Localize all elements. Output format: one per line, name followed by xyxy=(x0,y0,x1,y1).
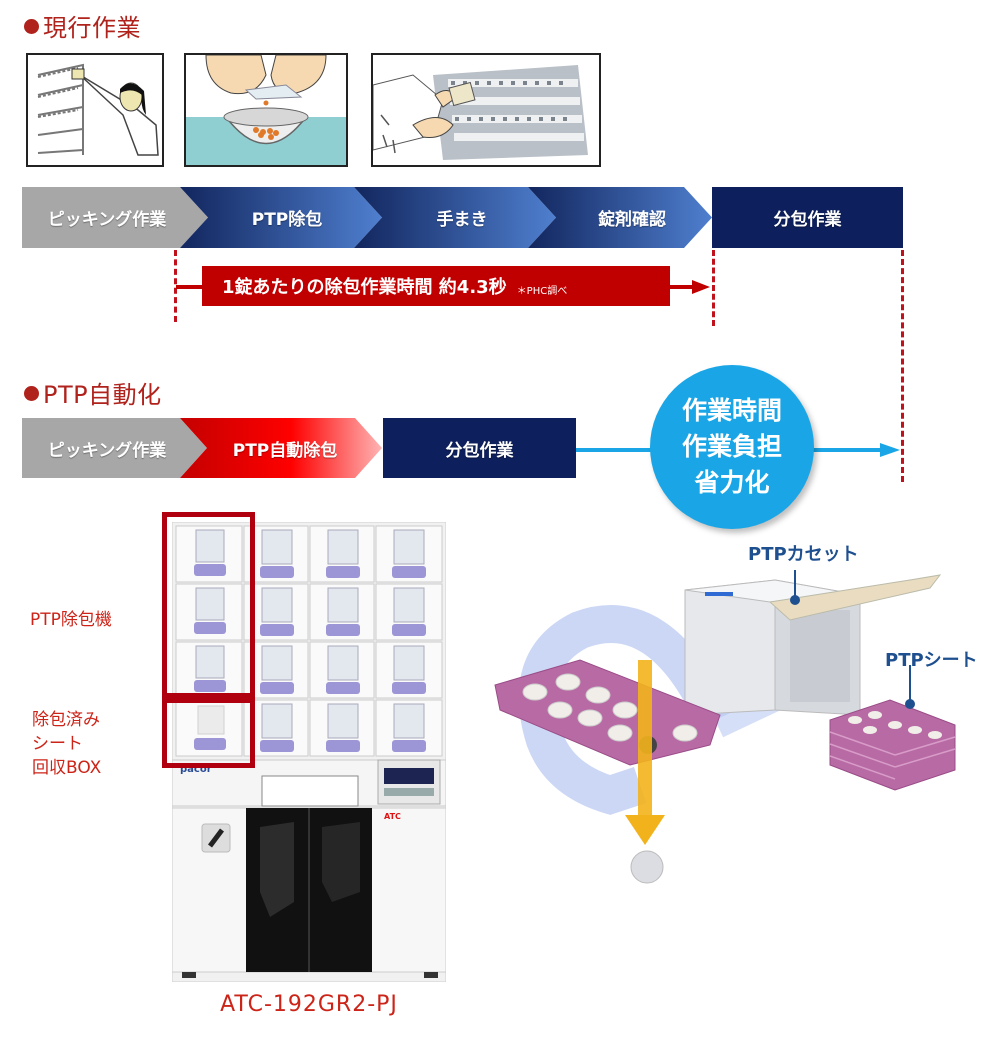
hand-dispense-illustration xyxy=(371,53,601,167)
time-banner-note: ＊PHC調べ xyxy=(516,285,568,297)
atc-machine-image: pacor ATC xyxy=(171,521,447,983)
highlight-ptp-unit xyxy=(162,512,255,703)
flow-step-shape xyxy=(354,187,556,248)
flow-step-ptp-unpack: PTP除包 xyxy=(251,210,323,230)
flow-step-shape xyxy=(22,418,207,478)
dashed-guide-left xyxy=(174,250,177,322)
label-sheet-box: 除包済み シート 回収BOX xyxy=(32,710,102,778)
benefit-circle: 作業時間 作業負担 省力化 xyxy=(650,365,814,529)
arrow-head-icon xyxy=(692,280,710,294)
time-banner-text: 1錠あたりの除包作業時間 約4.3秒 xyxy=(222,277,507,298)
ptp-cassette-image xyxy=(684,574,942,716)
tablet-icon xyxy=(630,850,664,884)
ptp-sheet-stack xyxy=(829,699,956,791)
arrow-down-icon xyxy=(625,815,665,845)
model-name: ATC-192GR2-PJ xyxy=(220,992,398,1017)
unpacking-illustration xyxy=(184,53,348,167)
callout-dot-icon xyxy=(905,699,915,709)
time-banner: 1錠あたりの除包作業時間 約4.3秒 ＊PHC調べ xyxy=(202,266,670,306)
section-title-automated: PTP自動化 xyxy=(24,375,162,410)
benefit-line-time: 作業時間 xyxy=(681,396,782,425)
flow-curve-shape xyxy=(518,605,733,815)
cassette-diagram xyxy=(490,540,970,890)
callout-ptp-cassette: PTPカセット xyxy=(748,544,859,565)
picking-illustration xyxy=(26,53,164,167)
current-flow-chevrons: ピッキング作業 PTP除包 手まき 錠剤確認 xyxy=(22,187,712,248)
arrow-head-icon xyxy=(880,443,900,457)
bullet-icon xyxy=(24,19,39,34)
auto-step-packaging: 分包作業 xyxy=(383,418,576,478)
bullet-icon xyxy=(24,386,39,401)
flow-step-shape xyxy=(528,187,712,248)
flow-step-hand-dispense: 手まき xyxy=(436,210,488,230)
flow-step-shape xyxy=(180,418,382,478)
flow-step-picking: ピッキング作業 xyxy=(47,210,167,230)
ptp-sheet-left xyxy=(494,659,721,766)
dashed-guide-middle xyxy=(712,250,715,326)
brand-logo: pacor xyxy=(180,764,212,775)
benefit-line-labor: 省力化 xyxy=(694,468,770,497)
callout-ptp-sheet: PTPシート xyxy=(885,650,978,671)
automated-flow-chevrons: ピッキング作業 PTP自動除包 xyxy=(22,418,382,478)
flow-step-packaging: 分包作業 xyxy=(712,187,903,248)
section-title-current: 現行作業 xyxy=(24,8,141,43)
flow-step-shape xyxy=(180,187,382,248)
panel-mark: ATC xyxy=(384,812,401,821)
flow-step-shape xyxy=(22,187,208,248)
label-ptp-unit: PTP除包機 xyxy=(30,610,112,630)
highlight-sheet-box xyxy=(162,693,255,768)
auto-step-ptp-auto-unpack: PTP自動除包 xyxy=(232,440,338,461)
dashed-guide-right xyxy=(901,250,904,482)
auto-step-picking: ピッキング作業 xyxy=(47,440,167,461)
flow-step-tablet-check: 錠剤確認 xyxy=(598,210,666,230)
callout-dot-icon xyxy=(790,595,800,605)
benefit-line-burden: 作業負担 xyxy=(681,432,782,461)
